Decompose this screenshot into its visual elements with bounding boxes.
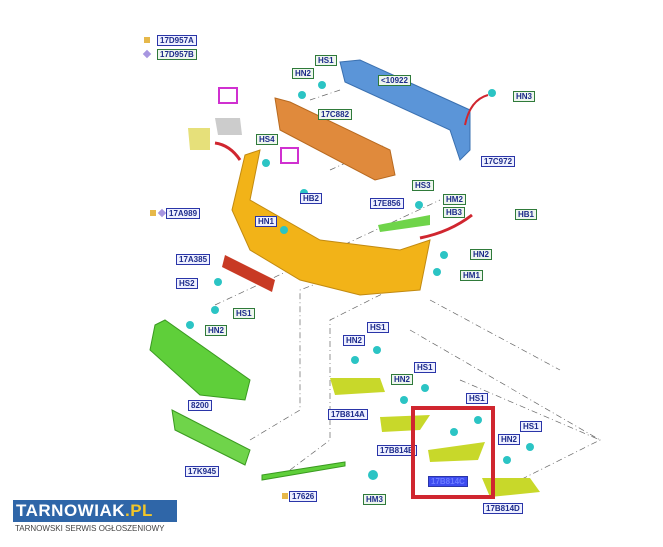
bezel-c bbox=[428, 442, 485, 462]
legend-label[interactable]: 17D957A bbox=[157, 35, 197, 46]
square-swatch-icon bbox=[150, 210, 156, 216]
part-label[interactable]: HM1 bbox=[460, 270, 483, 281]
part-label[interactable]: HN2 bbox=[498, 434, 521, 445]
bumper-cover bbox=[231, 149, 431, 296]
square-swatch-icon bbox=[282, 493, 288, 499]
part-label[interactable]: HN1 bbox=[255, 216, 278, 227]
reflector-strip bbox=[222, 255, 275, 292]
highlight-box bbox=[411, 406, 495, 499]
part-label[interactable]: <10922 bbox=[378, 75, 411, 86]
square-swatch-icon bbox=[144, 37, 150, 43]
logo-main: TARNOWIAK bbox=[16, 501, 125, 520]
part-label[interactable]: 17626 bbox=[289, 491, 318, 502]
part-label[interactable]: 17B814B bbox=[377, 445, 417, 456]
part-label[interactable]: HS1 bbox=[367, 322, 389, 333]
sensor bbox=[215, 118, 242, 135]
part-label[interactable]: HB2 bbox=[300, 193, 323, 204]
note-icon-2 bbox=[280, 147, 299, 164]
part-label[interactable]: 8200 bbox=[188, 400, 212, 411]
bracket-left bbox=[188, 128, 210, 150]
part-label[interactable]: HN2 bbox=[470, 249, 493, 260]
lower-strip bbox=[261, 461, 346, 481]
note-icon-1 bbox=[218, 87, 238, 104]
part-label[interactable]: HM3 bbox=[363, 494, 386, 505]
part-label[interactable]: HS3 bbox=[412, 180, 434, 191]
lower-grille bbox=[171, 409, 251, 466]
part-label[interactable]: HS1 bbox=[233, 308, 255, 319]
part-label[interactable]: 17K945 bbox=[185, 466, 220, 477]
part-label[interactable]: HS1 bbox=[414, 362, 436, 373]
bezel-a bbox=[330, 378, 385, 395]
legend-label[interactable]: 17D957B bbox=[157, 49, 197, 60]
part-label[interactable]: HS4 bbox=[256, 134, 278, 145]
part-label[interactable]: HN2 bbox=[391, 374, 414, 385]
upper-grille bbox=[149, 319, 251, 401]
part-label[interactable]: 17A385 bbox=[176, 254, 211, 265]
arrow-right bbox=[419, 213, 473, 240]
bezel-d bbox=[482, 478, 540, 497]
logo-suffix: .PL bbox=[125, 501, 153, 520]
selected-part-label[interactable]: 17B814C bbox=[428, 476, 468, 487]
part-label[interactable]: 17E856 bbox=[370, 198, 404, 209]
part-label[interactable]: HN2 bbox=[343, 335, 366, 346]
part-label[interactable]: 17B814A bbox=[328, 409, 368, 420]
part-label[interactable]: HN3 bbox=[513, 91, 536, 102]
part-label[interactable]: 17B814D bbox=[483, 503, 523, 514]
site-logo[interactable]: TARNOWIAK.PL bbox=[13, 500, 177, 522]
side-deflector bbox=[378, 215, 430, 232]
part-label[interactable]: HN2 bbox=[292, 68, 315, 79]
part-label[interactable]: 17A989 bbox=[166, 208, 201, 219]
part-label[interactable]: HB1 bbox=[515, 209, 538, 220]
reinforcement-beam bbox=[339, 59, 471, 161]
part-label[interactable]: HB3 bbox=[443, 207, 466, 218]
logo-subtitle: TARNOWSKI SERWIS OGŁOSZENIOWY bbox=[15, 524, 165, 533]
arrow-top bbox=[464, 94, 489, 126]
part-label[interactable]: HS1 bbox=[466, 393, 488, 404]
part-label[interactable]: 17C972 bbox=[481, 156, 516, 167]
arrow-left bbox=[214, 141, 242, 161]
bezel-b bbox=[380, 415, 430, 432]
clips bbox=[186, 81, 534, 480]
part-label[interactable]: 17C882 bbox=[318, 109, 353, 120]
part-label[interactable]: HM2 bbox=[443, 194, 466, 205]
part-label[interactable]: HS1 bbox=[520, 421, 542, 432]
part-label[interactable]: HN2 bbox=[205, 325, 228, 336]
part-label[interactable]: HS1 bbox=[315, 55, 337, 66]
part-label[interactable]: HS2 bbox=[176, 278, 198, 289]
energy-absorber bbox=[274, 97, 396, 181]
